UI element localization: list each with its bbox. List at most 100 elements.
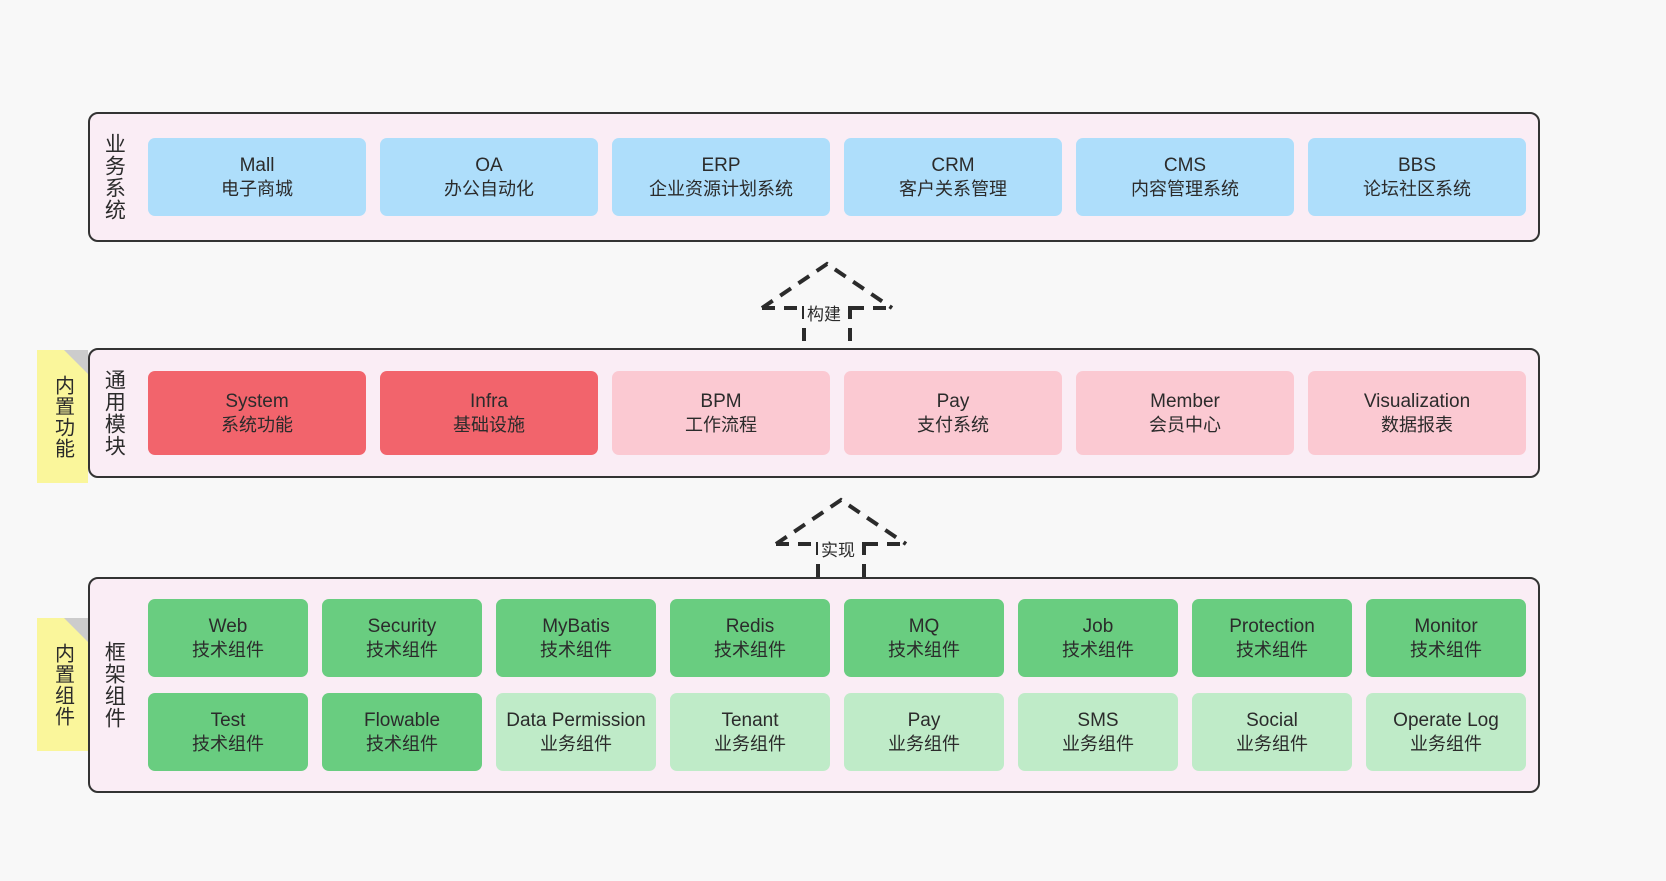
card-subtitle: 技术组件 (1062, 639, 1134, 660)
card-subtitle: 系统功能 (221, 414, 293, 435)
note-fold-icon (64, 618, 88, 642)
card-subtitle: 技术组件 (714, 639, 786, 660)
card-title: Monitor (1414, 615, 1478, 637)
card-title: MQ (908, 615, 940, 637)
card-subtitle: 技术组件 (366, 639, 438, 660)
connector-build: 构建 (757, 258, 897, 348)
layer-business-title: 业务系统 (102, 133, 126, 221)
card-subtitle: 技术组件 (192, 639, 264, 660)
card-title: Operate Log (1393, 709, 1499, 731)
card-subtitle: 技术组件 (192, 733, 264, 754)
card-subtitle: 办公自动化 (444, 178, 534, 199)
card-subtitle: 会员中心 (1149, 414, 1221, 435)
layer-module-title: 通用模块 (102, 369, 126, 457)
card-subtitle: 技术组件 (366, 733, 438, 754)
card-title: CMS (1163, 154, 1207, 176)
connector-build-label: 构建 (804, 300, 844, 325)
card-subtitle: 电子商城 (221, 178, 293, 199)
card-title: Tenant (721, 709, 779, 731)
card-subtitle: 内容管理系统 (1131, 178, 1239, 199)
card-subtitle: 工作流程 (685, 414, 757, 435)
card-title: Protection (1229, 615, 1315, 637)
card-title: Flowable (363, 709, 441, 731)
note-fold-icon (64, 350, 88, 374)
card-subtitle: 业务组件 (540, 733, 612, 754)
note-builtin-features: 内置功能 (37, 350, 88, 483)
card-subtitle: 业务组件 (888, 733, 960, 754)
layer-framework-title: 框架组件 (102, 641, 126, 729)
connector-implement: 实现 (771, 494, 911, 584)
card-title: Test (210, 709, 246, 731)
note-builtin-components-label: 内置组件 (51, 642, 74, 727)
card-title: ERP (701, 154, 741, 176)
card-subtitle: 业务组件 (1236, 733, 1308, 754)
card-title: CRM (931, 154, 975, 176)
card-subtitle: 数据报表 (1381, 414, 1453, 435)
card-title: Member (1150, 390, 1220, 412)
card-title: System (225, 390, 289, 412)
card-title: Data Permission (506, 709, 646, 731)
card-title: BPM (700, 390, 742, 412)
card-title: Social (1246, 709, 1298, 731)
card-title: OA (475, 154, 503, 176)
card-title: Visualization (1363, 390, 1471, 412)
card-title: MyBatis (542, 615, 610, 637)
card-subtitle: 技术组件 (1410, 639, 1482, 660)
note-builtin-components: 内置组件 (37, 618, 88, 751)
card-subtitle: 基础设施 (453, 414, 525, 435)
card-title: Infra (469, 390, 509, 412)
card-subtitle: 业务组件 (1410, 733, 1482, 754)
card-title: Mall (239, 154, 275, 176)
card-title: Pay (936, 390, 970, 412)
card-subtitle: 支付系统 (917, 414, 989, 435)
note-builtin-features-label: 内置功能 (51, 374, 74, 459)
card-title: Web (208, 615, 248, 637)
card-title: SMS (1077, 709, 1119, 731)
card-subtitle: 技术组件 (888, 639, 960, 660)
card-title: Pay (907, 709, 941, 731)
card-subtitle: 业务组件 (1062, 733, 1134, 754)
card-subtitle: 客户关系管理 (899, 178, 1007, 199)
card-subtitle: 技术组件 (1236, 639, 1308, 660)
card-subtitle: 业务组件 (714, 733, 786, 754)
card-title: BBS (1397, 154, 1437, 176)
connector-implement-label: 实现 (818, 536, 858, 561)
card-title: Security (367, 615, 437, 637)
